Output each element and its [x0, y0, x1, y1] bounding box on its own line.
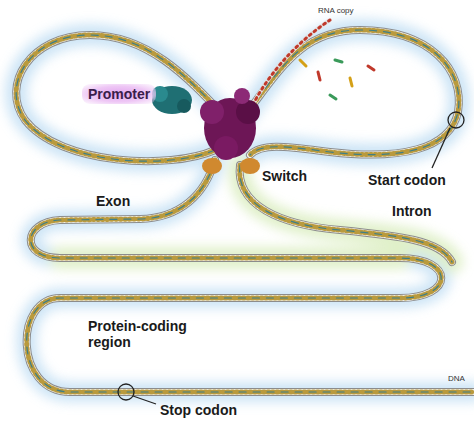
region-label: Protein-coding region [88, 318, 200, 350]
intron-label: Intron [392, 203, 432, 219]
exon-label: Exon [96, 193, 130, 209]
stop-codon-label: Stop codon [160, 402, 237, 418]
rna-label: RNA copy [318, 6, 354, 15]
dna-label: DNA [448, 374, 465, 383]
start-codon-label: Start codon [368, 172, 446, 188]
promoter-label: Promoter [82, 84, 156, 104]
switch-label: Switch [262, 168, 307, 184]
